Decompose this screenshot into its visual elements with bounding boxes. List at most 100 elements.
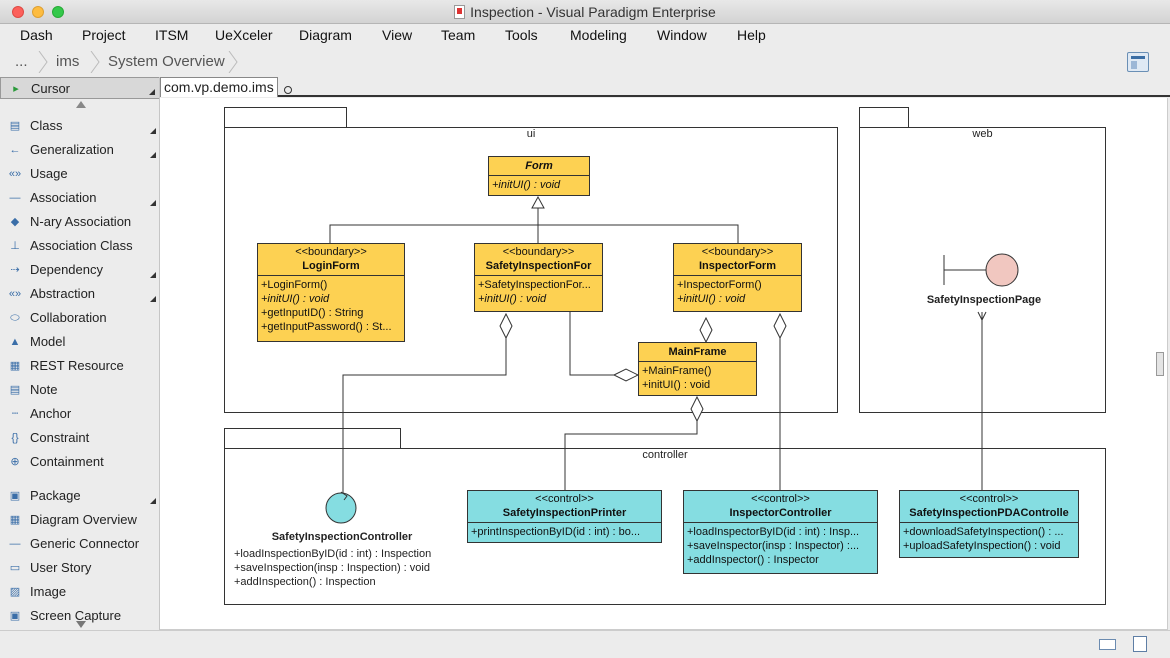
breadcrumb: ... ims System Overview	[0, 46, 1170, 76]
class-form[interactable]: Form +initUI() : void	[488, 156, 590, 196]
diagram-palette: ▸Cursor ▤Class←Generalization«»Usage—Asso…	[0, 77, 160, 630]
menu-tools[interactable]: Tools	[505, 27, 538, 43]
palette-item-collaboration[interactable]: ⬭Collaboration	[0, 307, 159, 329]
palette-item-note[interactable]: ▤Note	[0, 379, 159, 401]
menu-itsm[interactable]: ITSM	[155, 27, 189, 43]
class-operation: +initUI() : void	[478, 293, 547, 305]
mail-icon[interactable]	[1099, 639, 1116, 650]
menu-dash[interactable]: Dash	[20, 27, 53, 43]
class-operation: +loadInspectorByID(id : int) : Insp...	[687, 526, 860, 538]
class-operation: +getInputPassword() : St...	[261, 321, 392, 333]
palette-item-usage[interactable]: «»Usage	[0, 163, 159, 185]
palette-item-cursor[interactable]: ▸Cursor	[0, 77, 159, 99]
palette-item-label: Generic Connector	[30, 536, 140, 551]
palette-item-label: Cursor	[31, 81, 71, 96]
boundary-safetyinspectionpage-label[interactable]: SafetyInspectionPage	[926, 294, 1042, 306]
close-window-button[interactable]	[12, 6, 24, 18]
more-tools-arrow-icon[interactable]	[150, 152, 156, 158]
palette-item-label: Association Class	[30, 238, 133, 253]
side-panel-handle[interactable]	[1156, 352, 1164, 376]
palette-item-anchor[interactable]: ┄Anchor	[0, 403, 159, 425]
palette-scroll-down-icon[interactable]	[76, 621, 86, 628]
palette-item-containment[interactable]: ⊕Containment	[0, 451, 159, 473]
class-operation: +initUI() : void	[677, 293, 746, 305]
menu-modeling[interactable]: Modeling	[570, 27, 627, 43]
package-web[interactable]	[859, 127, 1106, 413]
palette-item-image[interactable]: ▨Image	[0, 581, 159, 603]
palette-item-label: Usage	[30, 166, 68, 181]
tab-diagram[interactable]: com.vp.demo.ims	[160, 77, 278, 97]
package-tab	[224, 107, 347, 128]
more-tools-arrow-icon[interactable]	[150, 128, 156, 134]
class-name: Form	[525, 160, 553, 172]
palette-item-user-story[interactable]: ▭User Story	[0, 557, 159, 579]
palette-item-abstraction[interactable]: «»Abstraction	[0, 283, 159, 305]
class-operation: +InspectorForm()	[677, 279, 762, 291]
palette-item-screen-capture[interactable]: ▣Screen Capture	[0, 605, 159, 627]
class-safetyinspectionform[interactable]: <<boundary>>SafetyInspectionFor +SafetyI…	[474, 243, 603, 312]
class-mainframe[interactable]: MainFrame +MainFrame() +initUI() : void	[638, 342, 757, 396]
breadcrumb-ims[interactable]: ims	[56, 53, 80, 70]
class-safetyinspectionpdacontroller[interactable]: <<control>>SafetyInspectionPDAControlle …	[899, 490, 1079, 558]
palette-item-dependency[interactable]: ⇢Dependency	[0, 259, 159, 281]
palette-item-n-ary-association[interactable]: ◆N-ary Association	[0, 211, 159, 233]
palette-item-rest-resource[interactable]: ▦REST Resource	[0, 355, 159, 377]
menu-project[interactable]: Project	[82, 27, 126, 43]
menu-uexceler[interactable]: UeXceler	[215, 27, 273, 43]
more-tools-arrow-icon[interactable]	[150, 272, 156, 278]
class-inspectorform[interactable]: <<boundary>>InspectorForm +InspectorForm…	[673, 243, 802, 312]
breadcrumb-system-overview[interactable]: System Overview	[108, 53, 225, 70]
layout-toggle-icon[interactable]	[1127, 52, 1149, 72]
class-operation: +printInspectionByID(id : int) : bo...	[471, 526, 641, 538]
class-name: SafetyInspectionPrinter	[502, 507, 627, 519]
palette-item-association-class[interactable]: ⊥ Association Class	[0, 235, 159, 257]
palette-item-generic-connector[interactable]: —Generic Connector	[0, 533, 159, 555]
palette-item-constraint[interactable]: {}Constraint	[0, 427, 159, 449]
note-icon: ▤	[9, 384, 21, 396]
class-inspectorcontroller[interactable]: <<control>>InspectorController +loadInsp…	[683, 490, 878, 574]
palette-item-generalization[interactable]: ←Generalization	[0, 139, 159, 161]
class-name: SafetyInspectionFor	[485, 260, 592, 272]
class-operation: +downloadSafetyInspection() : ...	[903, 526, 1064, 538]
association-class-icon: ⊥	[10, 240, 20, 252]
class-operation: +getInputID() : String	[261, 307, 364, 319]
rest-resource-icon: ▦	[9, 360, 21, 372]
menu-window[interactable]: Window	[657, 27, 707, 43]
more-tools-arrow-icon[interactable]	[150, 498, 156, 504]
class-loginform[interactable]: <<boundary>>LoginForm +LoginForm() +init…	[257, 243, 405, 342]
palette-item-package[interactable]: ▣Package	[0, 485, 159, 507]
menu-view[interactable]: View	[382, 27, 413, 43]
containment-icon: ⊕	[10, 456, 20, 468]
control-safetyinspectioncontroller-name[interactable]: SafetyInspectionController	[271, 531, 413, 543]
title-bar: Inspection - Visual Paradigm Enterprise	[0, 0, 1170, 24]
class-operation: +addInspection() : Inspection	[234, 576, 376, 588]
palette-scroll-up-icon[interactable]	[76, 101, 86, 108]
more-tools-arrow-icon[interactable]	[150, 296, 156, 302]
more-tools-arrow-icon[interactable]	[149, 89, 155, 95]
package-tab	[859, 107, 909, 128]
minimize-window-button[interactable]	[32, 6, 44, 18]
class-stereotype: <<control>>	[751, 493, 810, 505]
dependency-icon: ⇢	[10, 264, 20, 276]
magnifier-icon[interactable]	[284, 86, 292, 94]
palette-item-diagram-overview[interactable]: ▦Diagram Overview	[0, 509, 159, 531]
more-tools-arrow-icon[interactable]	[150, 200, 156, 206]
palette-item-model[interactable]: ▲Model	[0, 331, 159, 353]
package-icon: ▣	[9, 490, 21, 502]
palette-item-label: Model	[30, 334, 66, 349]
palette-item-association[interactable]: —Association	[0, 187, 159, 209]
generalization-icon: ←	[9, 144, 21, 156]
collaboration-icon: ⬭	[10, 312, 20, 324]
breadcrumb-more[interactable]: ...	[15, 53, 28, 70]
class-operation: +loadInspectionByID(id : int) : Inspecti…	[234, 548, 432, 560]
zoom-window-button[interactable]	[52, 6, 64, 18]
palette-item-class[interactable]: ▤Class	[0, 115, 159, 137]
menu-team[interactable]: Team	[441, 27, 476, 43]
class-operation: +addInspector() : Inspector	[687, 554, 819, 566]
notes-icon[interactable]	[1133, 636, 1147, 652]
menu-help[interactable]: Help	[737, 27, 766, 43]
menu-diagram[interactable]: Diagram	[299, 27, 352, 43]
diagram-overview-icon: ▦	[9, 514, 21, 526]
palette-item-label: N-ary Association	[30, 214, 132, 229]
class-safetyinspectionprinter[interactable]: <<control>>SafetyInspectionPrinter +prin…	[467, 490, 662, 543]
